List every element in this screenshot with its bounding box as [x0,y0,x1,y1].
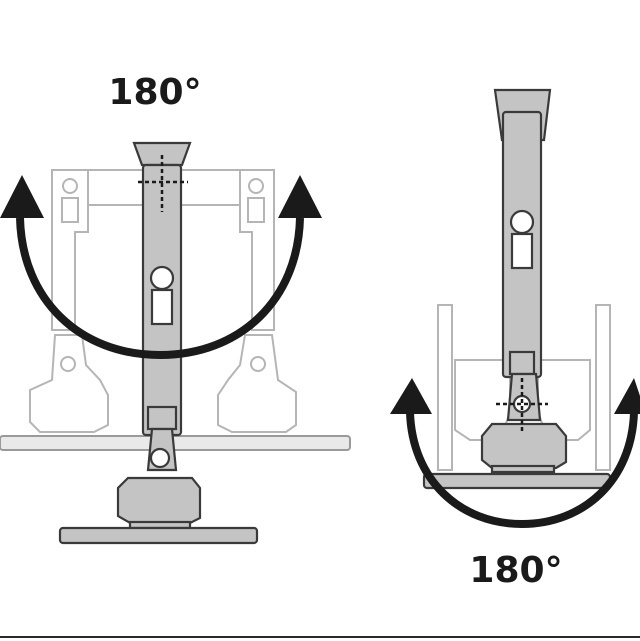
left-arrowhead-left [0,175,44,218]
right-arrowhead-right [614,378,640,414]
left-pivot-crosshair [138,155,188,212]
right-rotation-label: 180° [469,550,562,591]
left-rotation-label: 180° [108,72,201,113]
right-illustration: 180° [390,88,640,591]
left-base-plate [58,526,259,545]
left-illustration: 180° [0,72,351,545]
left-rotation-arrow [16,217,304,360]
right-pivot-crosshair [496,378,548,432]
right-ghost-frame [437,304,611,471]
right-arrowhead-left [390,378,432,414]
left-arrowhead-right [278,175,322,218]
right-mount-arm [480,88,568,474]
right-rotation-arrow [406,411,638,529]
left-ghost-positions [29,169,297,433]
left-mount-arm [116,141,202,530]
left-ghost-plate [0,435,351,451]
right-base-plate [422,472,612,490]
